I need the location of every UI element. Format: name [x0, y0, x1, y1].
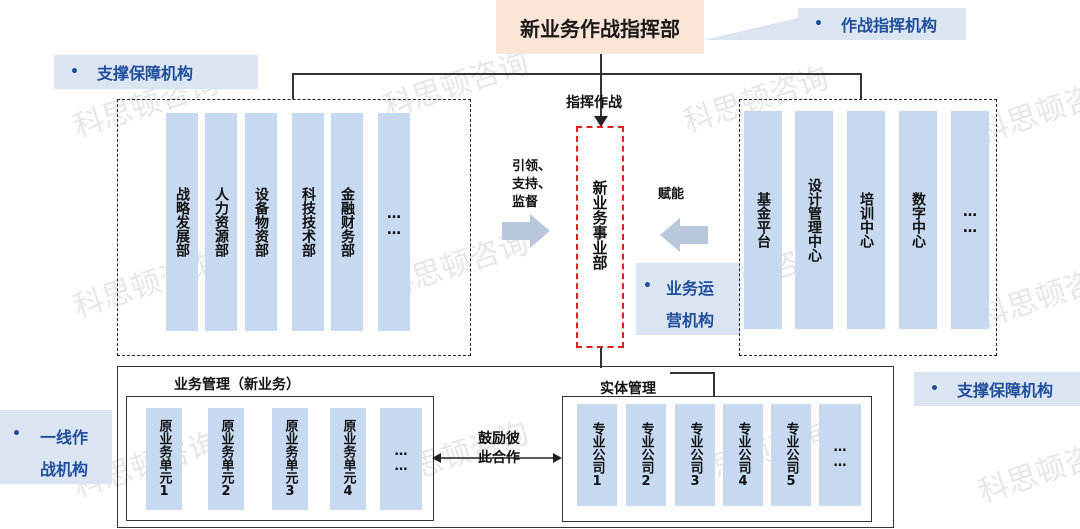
center-label: 基金平台	[755, 192, 771, 248]
company-label: 专业公司5	[783, 421, 799, 489]
company-bar: 专业公司3	[675, 404, 715, 506]
company-bar: 专业公司1	[577, 404, 617, 506]
cooperation-double-arrow	[432, 453, 562, 463]
left-arrow-label: 引领、 支持、 监督	[512, 159, 552, 210]
business-unit-bar: 原业务单元1	[146, 408, 182, 510]
operation-org-tag: • 业务运 营机构	[636, 263, 740, 335]
connector-line	[860, 73, 862, 99]
command-arrow-head	[594, 116, 608, 127]
connector-line	[670, 372, 714, 374]
command-org-tag: •作战指挥机构	[798, 8, 966, 40]
command-arrow-line	[600, 54, 602, 118]
center-bar: 设计管理中心	[795, 111, 833, 329]
cooperation-label: 鼓励彼 此合作	[478, 431, 520, 466]
tag-dot: •	[643, 278, 652, 294]
center-bar: 数字中心	[899, 111, 937, 329]
department-bar: 人力资源部	[205, 113, 237, 331]
support-org-tag-left: •支撑保障机构	[54, 55, 258, 89]
new-business-division: 新业务事业部	[590, 180, 609, 270]
center-top-label: 指挥作战	[566, 95, 622, 111]
company-bar: ……	[819, 404, 861, 506]
support-org-tag-right: •支撑保障机构	[914, 372, 1080, 406]
left-departments-box	[117, 99, 471, 356]
company-bar: 专业公司4	[723, 404, 763, 506]
center-bar: 培训中心	[847, 111, 885, 329]
business-unit-bar: ……	[380, 408, 422, 510]
center-label: 数字中心	[910, 192, 926, 248]
center-label: 培训中心	[858, 192, 874, 248]
business-unit-bar: 原业务单元4	[330, 408, 366, 510]
business-unit-label: 原业务单元2	[218, 419, 234, 499]
department-label: ……	[386, 206, 402, 238]
department-bar: 设备物资部	[245, 113, 277, 331]
department-bar: 科技技术部	[292, 113, 324, 331]
frontline-org-tag: • 一线作 战机构	[0, 410, 112, 484]
business-unit-bar: 原业务单元2	[208, 408, 244, 510]
connector-line	[292, 73, 861, 75]
business-unit-label: ……	[393, 444, 409, 474]
connector-line	[713, 372, 715, 396]
company-bar: 专业公司5	[771, 404, 811, 506]
company-label: 专业公司4	[735, 421, 751, 489]
business-unit-bar: 原业务单元3	[272, 408, 308, 510]
center-label: 设计管理中心	[806, 178, 822, 262]
command-title-box: 新业务作战指挥部	[496, 0, 704, 54]
entity-mgmt-title: 实体管理	[600, 381, 656, 397]
department-bar: ……	[378, 113, 410, 331]
empower-arrow-left	[660, 218, 708, 252]
command-title: 新业务作战指挥部	[520, 16, 680, 41]
center-label: ……	[962, 204, 978, 236]
bottom-outer-box	[117, 366, 894, 528]
business-unit-label: 原业务单元3	[282, 419, 298, 499]
right-arrow-label: 赋能	[658, 187, 685, 202]
connector-line	[292, 73, 294, 99]
command-tag-pointer	[704, 16, 806, 40]
department-bar: 金融财务部	[331, 113, 363, 331]
company-label: 专业公司2	[638, 421, 654, 489]
watermark: 科思顿咨询	[974, 430, 1080, 511]
guide-arrow-right	[502, 214, 550, 248]
company-label: 专业公司3	[687, 421, 703, 489]
center-bar: 基金平台	[744, 111, 782, 329]
tag-dot: •	[12, 426, 21, 442]
business-mgmt-title: 业务管理（新业务）	[174, 377, 300, 393]
company-label: ……	[832, 440, 848, 470]
department-bar: 战略发展部	[166, 113, 198, 331]
right-centers-box	[739, 99, 997, 356]
department-label: 设备物资部	[253, 187, 269, 257]
connector-line	[600, 348, 602, 368]
entity-mgmt-box	[562, 396, 872, 522]
company-label: 专业公司1	[589, 421, 605, 489]
company-bar: 专业公司2	[626, 404, 666, 506]
center-bar: ……	[951, 111, 989, 329]
business-unit-label: 原业务单元1	[156, 419, 172, 499]
new-business-division-box	[576, 126, 624, 348]
department-label: 科技技术部	[300, 187, 316, 257]
department-label: 战略发展部	[174, 187, 190, 257]
department-label: 人力资源部	[213, 187, 229, 257]
department-label: 金融财务部	[339, 187, 355, 257]
business-unit-label: 原业务单元4	[340, 419, 356, 499]
